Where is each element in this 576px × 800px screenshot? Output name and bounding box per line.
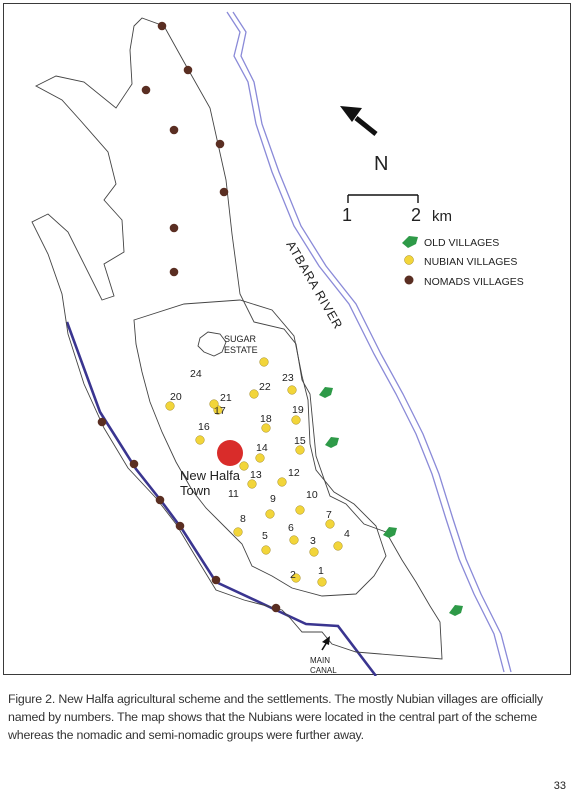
nomad-village-dot [271, 603, 281, 613]
nomad-village-dot [129, 459, 139, 469]
page-number: 33 [553, 780, 566, 792]
nubian-village-dot [287, 385, 297, 395]
scale-unit: km [432, 208, 452, 225]
old-village-icon [383, 527, 397, 538]
nubian-village-dot [317, 577, 327, 587]
nubian-village-number: 14 [256, 442, 268, 454]
town-label-line2: Town [180, 483, 210, 498]
north-arrow: N [340, 106, 388, 175]
nubian-village-dot [249, 389, 259, 399]
legend-nomad-villages-label: NOMADS VILLAGES [424, 276, 524, 288]
nubian-village-number: 23 [282, 372, 294, 384]
main-canal-line [65, 321, 378, 676]
nubian-village-dot [261, 545, 271, 555]
nomad-village-dot [141, 85, 151, 95]
scale-bar: 1 2 km [342, 194, 452, 225]
nubian-village-dot [261, 423, 271, 433]
nubian-village-dot [289, 535, 299, 545]
nubian-village-number: 20 [170, 391, 182, 403]
nubian-village-dot [239, 461, 249, 471]
nubian-village-number: 10 [306, 489, 318, 501]
scale-tick-1: 1 [342, 205, 352, 225]
nubian-village-dot [165, 401, 175, 411]
canal-pointer [321, 636, 330, 651]
nubian-village-number: 18 [260, 413, 272, 425]
nomad-village-dot [183, 65, 193, 75]
legend-old-villages-label: OLD VILLAGES [424, 237, 499, 249]
nubian-village-number: 3 [310, 535, 316, 547]
nubian-village-number: 16 [198, 421, 210, 433]
nubian-village-dot [209, 399, 219, 409]
nubian-village-dot [233, 527, 243, 537]
atbara-river [226, 11, 512, 673]
sugar-estate-label-line2: ESTATE [224, 345, 258, 355]
nubian-area-boundary [133, 299, 387, 597]
town-label-line1: New Halfa [180, 468, 241, 483]
old-village-icon [325, 437, 339, 448]
nubian-village-dot [295, 505, 305, 515]
nubian-village-dot [265, 509, 275, 519]
nomad-village-dot [169, 223, 179, 233]
nomad-village-dot [211, 575, 221, 585]
nubian-village-number: 19 [292, 404, 304, 416]
nubian-village-dot [277, 477, 287, 487]
map-frame: N 1 2 km OLD VILLAGES NUBIAN VILLAGES NO… [3, 3, 571, 676]
nubian-village-dot [255, 453, 265, 463]
nubian-village-dot [325, 519, 335, 529]
nubian-village-number: 2 [290, 569, 296, 581]
legend-old-village-icon [402, 236, 418, 248]
nubian-village-number: 6 [288, 522, 294, 534]
nubian-village-number: 12 [288, 467, 300, 479]
nubian-village-number: 24 [190, 368, 202, 380]
canal-label-line2: CANAL [310, 666, 337, 675]
nubian-village-number: 9 [270, 493, 276, 505]
nubian-village-dot [309, 547, 319, 557]
scale-tick-2: 2 [411, 205, 421, 225]
nomad-village-dot [169, 267, 179, 277]
nomad-villages [97, 21, 281, 613]
nubian-village-dot [195, 435, 205, 445]
nubian-village-dot [247, 479, 257, 489]
new-halfa-town-marker [217, 440, 243, 466]
sugar-estate-outline [197, 331, 227, 357]
nubian-village-dot [295, 445, 305, 455]
nubian-village-number: 1 [318, 565, 324, 577]
legend-nomad-village-icon [404, 275, 414, 285]
river-label: ATBARA RIVER [283, 239, 345, 332]
north-label: N [374, 153, 388, 175]
nomad-village-dot [97, 417, 107, 427]
nubian-village-dot [291, 415, 301, 425]
figure-caption: Figure 2. New Halfa agricultural scheme … [8, 692, 543, 742]
nomad-village-dot [215, 139, 225, 149]
nubian-village-number: 13 [250, 469, 262, 481]
nomad-village-dot [219, 187, 229, 197]
legend: OLD VILLAGES NUBIAN VILLAGES NOMADS VILL… [402, 236, 524, 288]
nubian-village-number: 5 [262, 530, 268, 542]
nubian-village-dot [333, 541, 343, 551]
nubian-village-dot [259, 357, 269, 367]
nubian-village-number: 17 [214, 405, 226, 417]
nomad-village-dot [175, 521, 185, 531]
nomad-village-dot [155, 495, 165, 505]
nubian-village-number: 11 [228, 488, 239, 500]
nubian-village-number: 7 [326, 509, 332, 521]
legend-nubian-village-icon [404, 255, 414, 265]
nomad-village-dot [157, 21, 167, 31]
nubian-village-dot [291, 573, 301, 583]
old-village-icon [319, 387, 333, 398]
sugar-estate-label-line1: SUGAR [224, 334, 257, 344]
scheme-boundary [31, 17, 443, 660]
canal-label-line1: MAIN [310, 656, 330, 665]
legend-nubian-villages-label: NUBIAN VILLAGES [424, 256, 517, 268]
map: N 1 2 km OLD VILLAGES NUBIAN VILLAGES NO… [31, 11, 524, 676]
old-villages [319, 387, 463, 616]
nomad-village-dot [169, 125, 179, 135]
nubian-village-number: 4 [344, 528, 350, 540]
nubian-village-number: 15 [294, 435, 306, 447]
old-village-icon [449, 605, 463, 616]
nubian-village-number: 22 [259, 381, 271, 393]
nubian-village-number: 8 [240, 513, 246, 525]
nubian-village-number: 21 [220, 392, 232, 404]
